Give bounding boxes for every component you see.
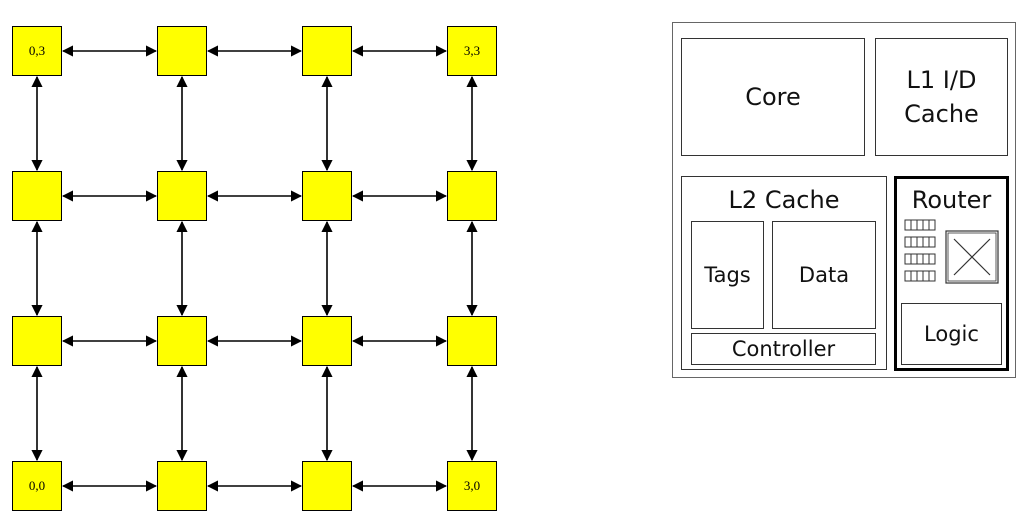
node-coordinate-label: 3,3 — [463, 43, 481, 58]
mesh-node — [302, 26, 352, 76]
mesh-node — [157, 171, 207, 221]
mesh-network-diagram — [31, 45, 478, 492]
logic-block: Logic — [901, 303, 1002, 365]
l2-cache-title: L2 Cache — [728, 186, 840, 214]
mesh-node: 3,3 — [447, 26, 497, 76]
buffer-queue-icon — [904, 219, 936, 282]
mesh-node — [302, 171, 352, 221]
router-title: Router — [911, 186, 992, 214]
mesh-node — [157, 461, 207, 511]
mesh-links — [31, 45, 478, 492]
mesh-node: 3,0 — [447, 461, 497, 511]
l1-cache-block: L1 I/D Cache — [875, 38, 1008, 156]
crossbar-icon — [945, 230, 999, 284]
mesh-node — [157, 26, 207, 76]
data-block: Data — [772, 221, 876, 329]
mesh-node — [12, 316, 62, 366]
controller-block: Controller — [691, 333, 876, 365]
mesh-node — [447, 171, 497, 221]
core-block: Core — [681, 38, 865, 156]
mesh-node: 0,3 — [12, 26, 62, 76]
mesh-node — [157, 316, 207, 366]
node-coordinate-label: 0,3 — [28, 43, 46, 58]
tags-block: Tags — [691, 221, 764, 329]
mesh-node: 0,0 — [12, 461, 62, 511]
router-internals — [904, 219, 999, 284]
node-coordinate-label: 3,0 — [463, 478, 481, 493]
mesh-node — [302, 461, 352, 511]
mesh-node — [12, 171, 62, 221]
node-coordinate-label: 0,0 — [28, 478, 46, 493]
mesh-node — [302, 316, 352, 366]
mesh-node — [447, 316, 497, 366]
